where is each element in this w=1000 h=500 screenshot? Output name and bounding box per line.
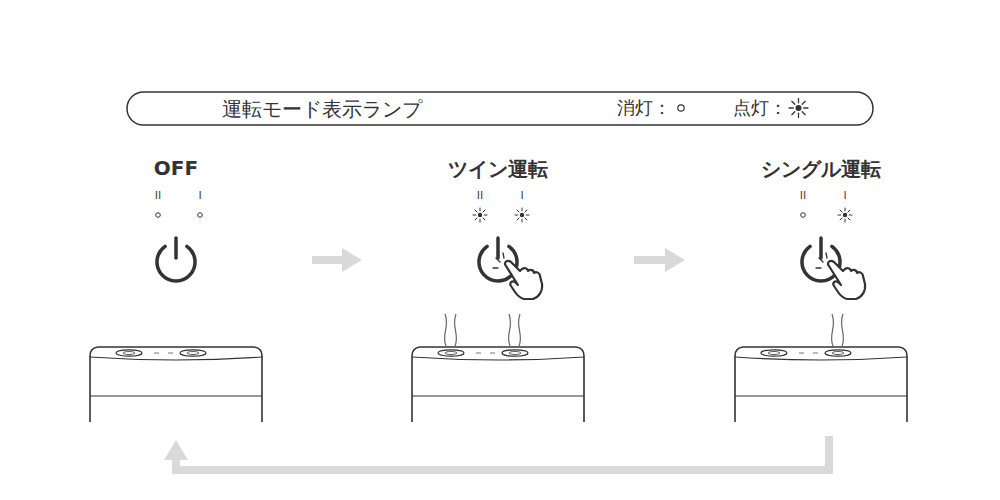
lamp-label: II: [155, 190, 162, 201]
lamp-label: I: [198, 190, 201, 201]
steam: [518, 314, 520, 346]
lamp-ray: [798, 99, 799, 103]
lamp-ray: [802, 112, 805, 115]
lamp-ray: [840, 210, 842, 212]
mode-state: シングル運転III: [733, 150, 909, 422]
lamp-ray: [848, 210, 850, 212]
lamp-ray: [483, 210, 485, 212]
lamp-off: [678, 105, 684, 111]
legend-text: 消灯：: [617, 96, 671, 120]
lamp-off: [198, 213, 203, 218]
title: 運転モード表示ランプ: [222, 96, 422, 123]
lamp-on: [843, 213, 847, 217]
power-icon: [819, 238, 823, 258]
mode-arrow: [634, 256, 669, 264]
lamp-ray: [792, 112, 795, 115]
steam: [508, 314, 510, 346]
legend-sample: [789, 99, 808, 118]
lamp-ray: [838, 215, 841, 216]
lamp-ray: [473, 215, 476, 216]
lamp-label: I: [520, 190, 523, 201]
lamp-ray: [475, 210, 477, 212]
mode-name: OFF: [84, 156, 268, 180]
lamp-ray: [849, 215, 852, 216]
lamp-ray: [526, 215, 529, 216]
lamp-label: I: [843, 190, 846, 201]
lamp-on: [796, 105, 802, 111]
steam: [454, 314, 456, 346]
lamp-ray: [798, 113, 799, 117]
lamp-ray: [480, 219, 481, 222]
lamp-label: II: [800, 190, 807, 201]
pressing-hand: [493, 253, 542, 299]
device-illustration: [88, 150, 264, 422]
lamp-ray: [522, 219, 523, 222]
pressing-hand: [816, 253, 865, 299]
power-icon: [174, 238, 178, 258]
lamp-ray: [483, 218, 485, 220]
lamp-ray: [804, 107, 808, 108]
lamp-ray: [840, 218, 842, 220]
lamp-ray: [475, 218, 477, 220]
lamp-ray: [802, 101, 805, 104]
steam: [444, 314, 446, 346]
humidifier-body: [90, 347, 262, 422]
lamp-ray: [515, 215, 518, 216]
mode-arrow: [176, 436, 829, 470]
lamp-ray: [845, 219, 846, 222]
lamp-ray: [525, 210, 527, 212]
power-icon: [496, 238, 500, 258]
lamp-ray: [480, 208, 481, 211]
steam: [831, 314, 833, 346]
device-illustration: [410, 150, 586, 422]
legend-sample: [678, 105, 684, 111]
lamp-ray: [522, 208, 523, 211]
lamp-ray: [517, 218, 519, 220]
mode-state: ツイン運転III: [410, 150, 586, 422]
mode-state: OFFIII: [88, 150, 264, 422]
lamp-ray: [789, 107, 793, 108]
mode-name: シングル運転: [729, 156, 913, 183]
lamp-on: [520, 213, 524, 217]
lamp-ray: [792, 101, 795, 104]
lamp-label: II: [477, 190, 484, 201]
lamp-off: [801, 213, 806, 218]
legend-text: 点灯：: [733, 96, 787, 120]
mode-arrow: [312, 256, 346, 264]
steam: [841, 314, 843, 346]
lamp-ray: [845, 208, 846, 211]
title-pill: [127, 92, 873, 125]
lamp-on: [478, 213, 482, 217]
lamp-ray: [517, 210, 519, 212]
humidifier-body: [735, 347, 907, 422]
lamp-ray: [484, 215, 487, 216]
device-illustration: [733, 150, 909, 422]
lamp-ray: [525, 218, 527, 220]
humidifier-body: [412, 347, 584, 422]
mode-name: ツイン運転: [406, 156, 590, 183]
lamp-ray: [848, 218, 850, 220]
lamp-off: [156, 213, 161, 218]
